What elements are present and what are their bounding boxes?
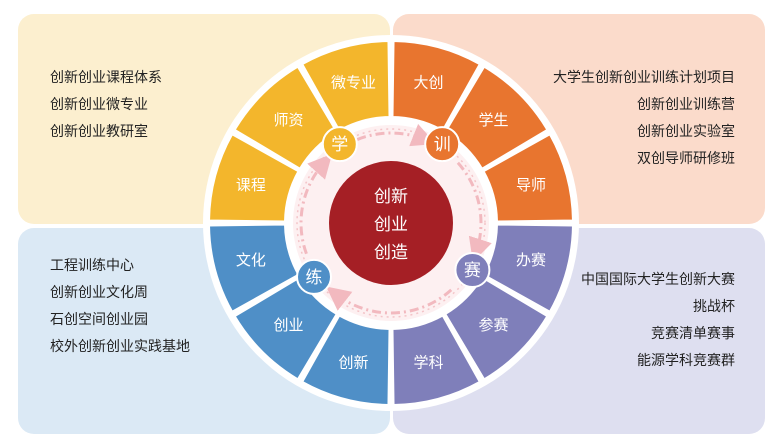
hub-circles: 学 训赛 练	[295, 126, 491, 295]
list-item: 创新创业微专业	[50, 97, 148, 113]
segment-sai-1	[482, 223, 574, 314]
segment-label: 参赛	[479, 316, 509, 334]
list-item: 石创空间创业园	[50, 312, 148, 328]
segment-xun-3	[482, 132, 574, 223]
cycle-arrow	[326, 286, 453, 315]
segment-lian-3	[300, 314, 391, 406]
list-item: 工程训练中心	[50, 258, 134, 274]
lian-list: 工程训练中心 创新创业文化周 石创空间创业园 校外创新创业实践基地	[50, 253, 190, 361]
center-label: 创造	[374, 243, 408, 263]
hub-lian	[295, 258, 332, 295]
list-item: 能源学科竞赛群	[637, 353, 735, 369]
segment-label: 课程	[236, 176, 266, 194]
center-circle	[329, 161, 453, 285]
segment-label: 师资	[273, 111, 303, 129]
list-item: 创新创业教研室	[50, 124, 148, 140]
xun-list: 大学生创新创业训练计划项目 创新创业训练营 创新创业实验室 双创导师研修班	[553, 65, 735, 173]
xue-list: 创新创业课程体系 创新创业微专业 创新创业教研室	[50, 65, 162, 146]
hub-label: 练	[305, 268, 322, 288]
segment-label: 文化	[236, 251, 266, 269]
list-item: 双创导师研修班	[637, 151, 735, 167]
list-item: 中国国际大学生创新大赛	[581, 272, 735, 288]
cycle-arrow	[456, 161, 492, 263]
segment-label: 学科	[414, 354, 444, 372]
segment-label: 创业	[273, 316, 303, 334]
center-label: 创业	[374, 215, 408, 235]
segment-sai-3	[391, 314, 482, 406]
segment-xue-2	[233, 65, 339, 171]
segment-label: 导师	[516, 176, 546, 194]
hub-label: 学	[331, 135, 348, 155]
center-label: 创新	[374, 187, 408, 207]
segment-label: 微专业	[331, 73, 376, 91]
list-item: 创新创业课程体系	[50, 70, 162, 86]
segment-lian-1	[208, 223, 300, 314]
cycle-dotted-ring	[296, 128, 486, 318]
list-item: 挑战杯	[693, 299, 735, 315]
list-item: 创新创业实验室	[637, 124, 735, 140]
list-item: 创新创业训练营	[637, 97, 735, 113]
segment-xun-1	[391, 40, 482, 132]
sai-list: 中国国际大学生创新大赛 挑战杯 竞赛清单赛事 能源学科竞赛群	[581, 267, 735, 375]
segment-xue-1	[300, 40, 391, 132]
segment-label: 大创	[414, 73, 444, 91]
hub-label: 训	[434, 135, 451, 155]
cycle-arrow	[356, 123, 436, 147]
cycle-arrows	[299, 123, 492, 315]
segment-label: 创新	[338, 354, 368, 372]
list-item: 大学生创新创业训练计划项目	[553, 70, 735, 86]
hub-xue	[321, 126, 358, 163]
list-item: 校外创新创业实践基地	[50, 339, 190, 355]
list-item: 创新创业文化周	[50, 285, 148, 301]
segment-label: 办赛	[516, 251, 546, 269]
segment-label: 学生	[479, 111, 509, 129]
hub-label: 赛	[464, 260, 481, 281]
segment-xue-3	[208, 132, 300, 223]
hub-xun	[424, 126, 461, 163]
hub-sai	[454, 252, 491, 288]
list-item: 竞赛清单赛事	[651, 326, 735, 342]
